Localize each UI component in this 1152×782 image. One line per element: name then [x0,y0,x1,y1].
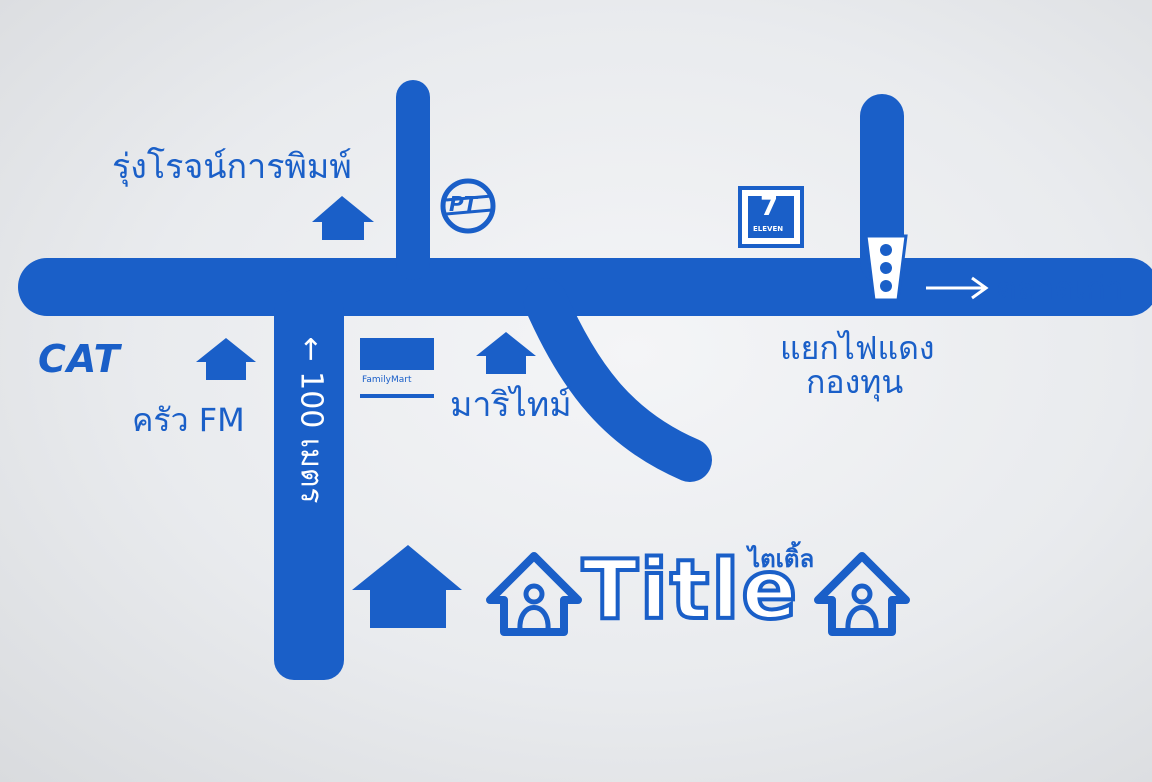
label-distance: ← 100 เมตร [293,336,329,504]
label-old-market: ตลาดเก่า [996,269,1124,307]
brand-title-thai: ไตเติ้ล [748,545,815,573]
familymart-logo-icon [360,338,434,398]
seven-eleven-logo-icon [738,186,804,248]
arrow-right-icon [926,276,989,300]
label-junction-line1: แยกไฟแดง [780,329,935,367]
pt-logo-text: PT [449,192,478,216]
house-arrow-icon [476,332,536,374]
house-arrow-icon [312,196,374,240]
side-road-north-left [396,80,430,280]
heart-house-icon [486,552,582,636]
seven-eleven-number: 7 [760,192,779,222]
traffic-light-icon [864,234,908,302]
label-krua-fm: ครัว FM [132,401,245,439]
heart-house-icon [814,552,910,636]
label-rung-rot-printing: รุ่งโรจน์การพิมพ์ [112,147,352,187]
house-arrow-icon [196,338,256,380]
access-road-south [274,290,344,680]
label-junction-line2: กองทุน [806,363,904,401]
label-mari-time: มาริไทม์ [450,385,572,425]
seven-eleven-sub: ELEVEN [753,225,784,233]
familymart-text: FamilyMart [362,375,412,385]
label-cat: CAT [38,337,121,381]
pt-logo-icon [440,178,496,234]
diagonal-road [523,278,712,482]
house-arrow-icon [352,545,462,628]
brand-title: Title [580,543,799,638]
